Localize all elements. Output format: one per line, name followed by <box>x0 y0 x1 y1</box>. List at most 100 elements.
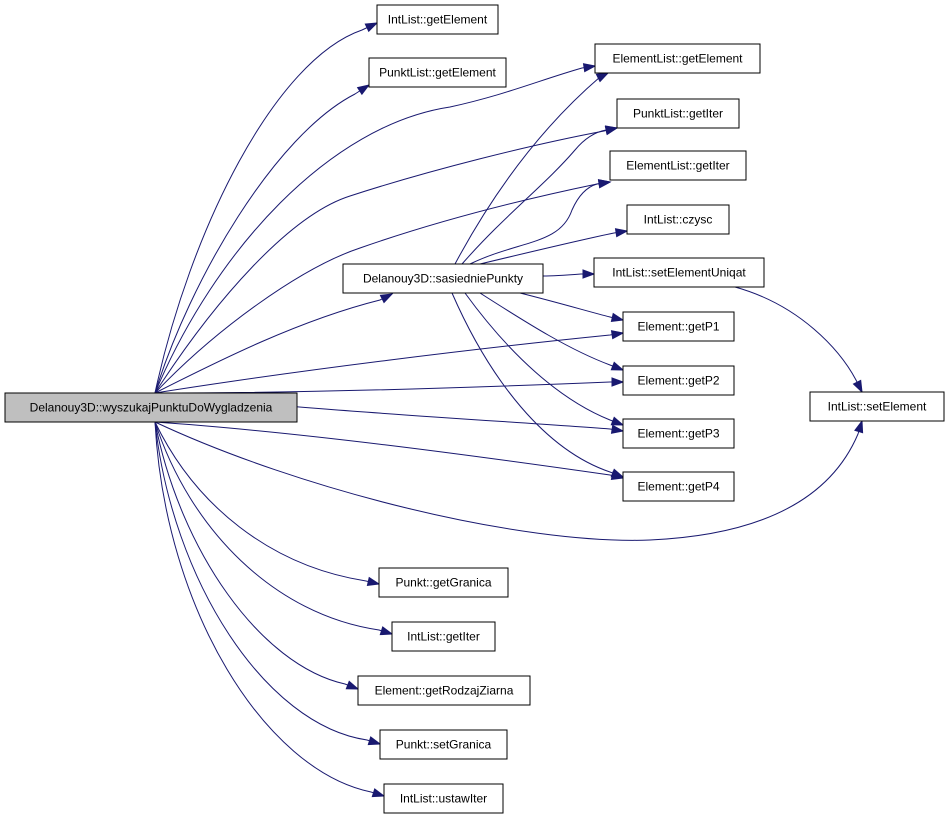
edge-line <box>154 332 624 394</box>
edge-line <box>154 421 381 745</box>
node-box <box>622 471 735 502</box>
edge-line <box>542 273 594 277</box>
arrow-head-icon <box>610 468 625 478</box>
node-box <box>342 263 544 294</box>
edge-sasiednie-to-elementGetP2 <box>479 292 625 371</box>
arrow-head-icon <box>364 22 379 33</box>
node-box <box>622 418 735 449</box>
arrow-head-icon <box>345 680 360 690</box>
node-label: Element::getRodzajZiarna <box>375 684 514 698</box>
edge-root-to-punktListGetIter <box>154 126 619 394</box>
edge-line <box>154 421 359 690</box>
edge-line <box>154 421 385 797</box>
node-elementGetP1[interactable]: Element::getP1 <box>622 311 735 342</box>
arrow-head-icon <box>379 293 394 304</box>
node-intGetElement[interactable]: IntList::getElement <box>376 4 499 35</box>
node-label: Element::getP4 <box>637 480 719 494</box>
arrow-head-icon <box>614 228 629 238</box>
edge-line <box>154 293 393 394</box>
node-intUstawIter[interactable]: IntList::ustawIter <box>383 783 504 814</box>
arrow-head-icon <box>366 576 381 586</box>
edge-line <box>154 181 611 394</box>
node-box <box>616 98 740 129</box>
node-label: Element::getP3 <box>637 427 719 441</box>
node-intSetElement[interactable]: IntList::setElement <box>809 391 945 422</box>
node-intGetIter[interactable]: IntList::getIter <box>391 621 496 652</box>
arrow-head-icon <box>595 72 610 83</box>
node-elementGetP4[interactable]: Element::getP4 <box>622 471 735 502</box>
node-elementGetP2[interactable]: Element::getP2 <box>622 365 735 396</box>
node-label: IntList::czysc <box>644 213 713 227</box>
edge-line <box>154 420 863 541</box>
node-label: IntList::setElement <box>828 400 927 414</box>
edge-root-to-punktListGetElement <box>154 84 371 394</box>
node-elementGetRodzajZiarna[interactable]: Element::getRodzajZiarna <box>357 675 531 706</box>
edge-line <box>154 421 393 635</box>
arrow-head-icon <box>379 626 394 636</box>
edge-root-to-punktSetGranica <box>154 421 382 746</box>
edge-line <box>451 292 624 478</box>
edge-root-to-elementGetP2 <box>154 377 625 394</box>
node-label: IntList::getIter <box>407 630 480 644</box>
node-box <box>626 204 730 235</box>
node-box <box>357 675 531 706</box>
edge-sasiednie-to-elementListGetElement <box>454 72 610 265</box>
node-box <box>383 783 504 814</box>
edge-root-to-elementListGetElement <box>154 63 597 394</box>
edge-line <box>734 286 863 393</box>
node-label: Element::getP2 <box>637 374 719 388</box>
node-punktSetGranica[interactable]: Punkt::setGranica <box>379 729 508 760</box>
node-label: ElementList::getElement <box>612 52 743 66</box>
edge-sasiednie-to-intSetElementUniqat <box>542 269 596 279</box>
node-punktListGetElement[interactable]: PunktList::getElement <box>368 57 507 88</box>
node-box <box>4 392 298 423</box>
node-elementListGetElement[interactable]: ElementList::getElement <box>594 43 761 74</box>
node-elementGetP3[interactable]: Element::getP3 <box>622 418 735 449</box>
call-edges <box>154 22 864 798</box>
arrow-head-icon <box>610 330 625 340</box>
edge-root-to-intSetElement <box>154 419 864 541</box>
node-box <box>593 257 765 288</box>
node-box <box>622 365 735 396</box>
node-box <box>376 4 499 35</box>
edge-root-to-elementGetP1 <box>154 330 625 394</box>
edge-line <box>469 181 611 265</box>
edge-sasiednie-to-intCzysc <box>479 228 629 265</box>
edge-root-to-sasiednie <box>154 293 394 394</box>
edge-line <box>454 72 609 265</box>
node-label: IntList::ustawIter <box>400 792 487 806</box>
node-label: Delanouy3D::sasiedniePunkty <box>363 272 523 286</box>
edge-line <box>154 127 618 394</box>
node-intCzysc[interactable]: IntList::czysc <box>626 204 730 235</box>
arrow-head-icon <box>371 788 386 798</box>
node-intSetElementUniqat[interactable]: IntList::setElementUniqat <box>593 257 765 288</box>
node-root[interactable]: Delanouy3D::wyszukajPunktuDoWygladzenia <box>4 392 298 423</box>
node-box <box>594 43 761 74</box>
node-label: Punkt::setGranica <box>396 738 492 752</box>
edge-line <box>154 84 370 394</box>
edge-intSetElementUniqat-to-intSetElement <box>734 286 863 394</box>
node-sasiednie[interactable]: Delanouy3D::sasiedniePunkty <box>342 263 544 294</box>
arrow-head-icon <box>610 424 625 434</box>
edge-root-to-punktGetGranica <box>154 421 381 586</box>
node-punktGetGranica[interactable]: Punkt::getGranica <box>378 567 509 598</box>
edge-line <box>154 421 380 585</box>
arrow-head-icon <box>610 361 625 371</box>
node-label: PunktList::getElement <box>379 66 496 80</box>
arrow-head-icon <box>582 63 597 73</box>
edge-line <box>479 292 624 371</box>
arrow-head-icon <box>854 419 864 434</box>
edge-root-to-elementGetP4 <box>154 421 625 480</box>
node-elementListGetIter[interactable]: ElementList::getIter <box>609 150 747 181</box>
arrow-head-icon <box>604 125 619 135</box>
edge-sasiednie-to-elementGetP4 <box>451 292 625 478</box>
edge-line <box>519 292 624 321</box>
node-box <box>391 621 496 652</box>
node-punktListGetIter[interactable]: PunktList::getIter <box>616 98 740 129</box>
edge-line <box>154 22 378 394</box>
node-label: Punkt::getGranica <box>395 576 491 590</box>
node-box <box>622 311 735 342</box>
edge-line <box>479 230 628 265</box>
arrow-head-icon <box>610 416 625 426</box>
edge-sasiednie-to-elementListGetIter <box>469 179 612 265</box>
